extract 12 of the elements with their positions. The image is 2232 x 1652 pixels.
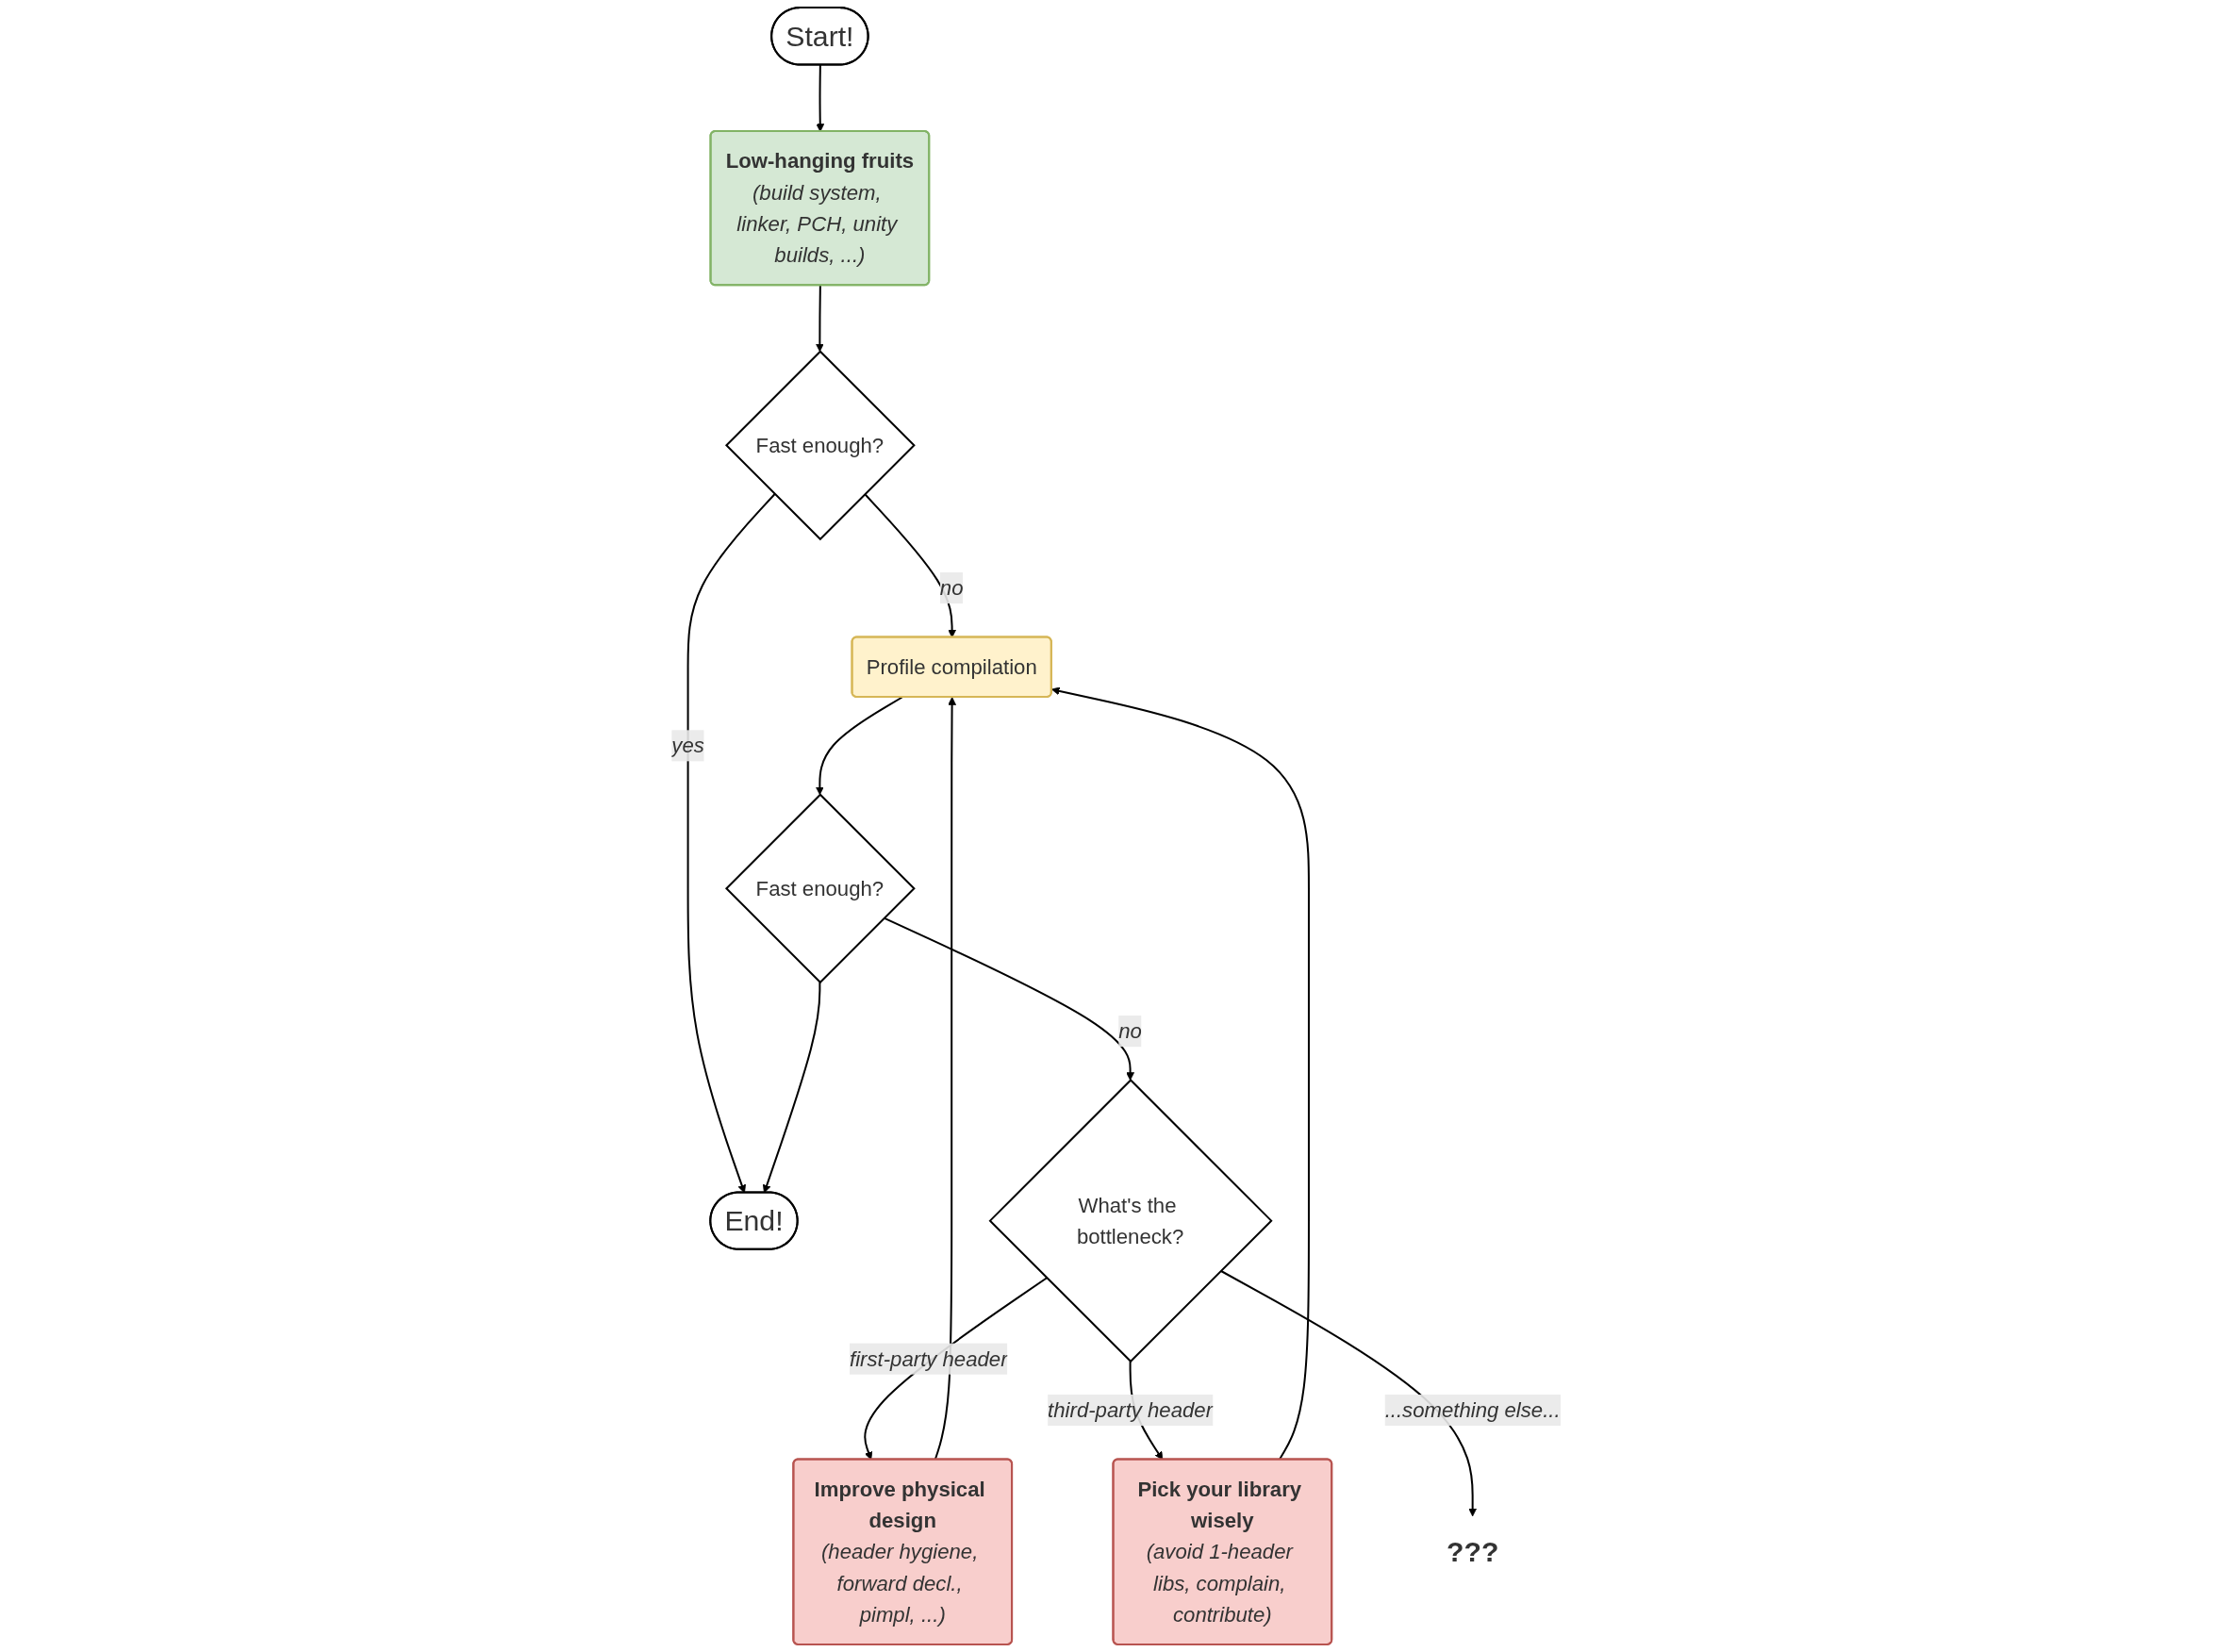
edge-label: ...something else...: [1384, 1398, 1561, 1423]
arrow: [815, 696, 903, 796]
arrow: [816, 65, 825, 132]
edge-label: no: [1118, 1019, 1142, 1044]
arrow: [884, 917, 1134, 1081]
node-text: ???: [1446, 1536, 1499, 1568]
arrow: [815, 285, 824, 353]
node-diamond: Fast enough?: [724, 793, 916, 984]
edge-label: third-party header: [1048, 1398, 1214, 1423]
node-diamond: Fast enough?: [724, 350, 916, 541]
edge-label: no: [939, 576, 964, 601]
arrow: [1220, 1269, 1478, 1517]
